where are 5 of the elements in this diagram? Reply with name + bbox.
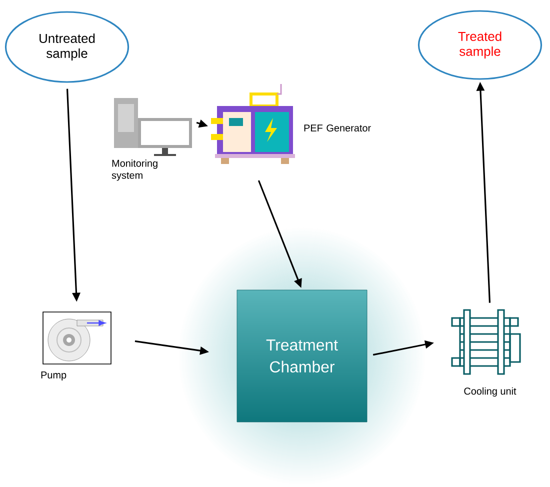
icon-label: Monitoring system [112, 160, 158, 181]
chamber-box: Treatment Chamber [236, 290, 368, 422]
icon-label: Pump [41, 372, 66, 380]
icon-label: Cooling unit [464, 387, 516, 397]
icon-label: PEF Generator [304, 124, 371, 132]
